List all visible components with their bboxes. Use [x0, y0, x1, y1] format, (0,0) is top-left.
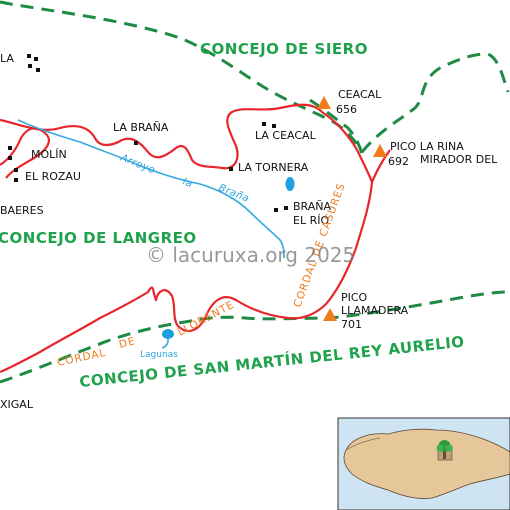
- peak-llamadera-2: LLAMADERA: [341, 304, 409, 317]
- arroyo-label-2: la: [181, 176, 194, 190]
- square-settlement-icon: [8, 156, 12, 160]
- concejo-siero: CONCEJO DE SIERO: [200, 40, 368, 58]
- municipal-borders: [0, 0, 510, 384]
- route-west-spur: [0, 127, 50, 179]
- peak-ceacal-name: CEACAL: [338, 88, 382, 101]
- square-settlement-icon: [27, 54, 31, 58]
- route-east-loop: [370, 149, 391, 183]
- square-settlement-icon: [8, 146, 12, 150]
- la-tornera-pond: [285, 177, 295, 191]
- peak-rina-alt: 692: [388, 155, 409, 168]
- square-settlement-icon: [14, 168, 18, 172]
- place-la-brana: LA BRAÑA: [113, 121, 169, 134]
- peak-rina-name: PICO LA RINA: [390, 140, 464, 153]
- lagunas-label: Lagunas: [140, 350, 178, 360]
- route-north-branch: [0, 103, 374, 183]
- border-east: [360, 52, 510, 153]
- place-la-tornera: LA TORNERA: [238, 161, 309, 174]
- inset-asturias-land: [343, 428, 510, 499]
- square-settlement-icon: [274, 208, 278, 212]
- peak-llamadera-1: PICO: [341, 291, 368, 304]
- place-el-rozau: EL ROZAU: [25, 170, 81, 183]
- peak-llamadera-alt: 701: [341, 318, 362, 331]
- place-la-ceacal: LA CEACAL: [255, 129, 317, 142]
- cordal-llorente-2: DE: [118, 335, 137, 351]
- route-main-south: [0, 181, 374, 374]
- square-settlement-icon: [272, 124, 276, 128]
- triangle-peak-icon: [323, 308, 337, 321]
- place-molin: MOLÍN: [31, 148, 67, 161]
- square-settlement-icon: [28, 64, 32, 68]
- square-settlement-icon: [262, 122, 266, 126]
- peaks: [317, 96, 387, 321]
- triangle-peak-icon: [373, 144, 387, 157]
- square-settlement-icon: [284, 206, 288, 210]
- arroyo-la-brana: [17, 119, 285, 259]
- inset-coast: [345, 437, 381, 451]
- concejo-san-martin: CONCEJO DE SAN MARTÍN DEL REY AURELIO: [78, 332, 465, 391]
- place-la-top: LA: [0, 52, 14, 65]
- place-xigal: XIGAL: [0, 398, 34, 411]
- place-el-rio: EL RÍO: [293, 214, 329, 227]
- square-settlement-icon: [14, 178, 18, 182]
- triangle-peak-icon: [317, 96, 331, 109]
- inset-locator-map: [337, 417, 510, 510]
- place-baeres: BAERES: [0, 204, 44, 217]
- peak-rina-mirador: MIRADOR DEL: [420, 153, 498, 166]
- concejo-langreo: CONCEJO DE LANGREO: [0, 229, 197, 247]
- border-ceacal: [309, 98, 364, 156]
- square-settlement-icon: [134, 141, 138, 145]
- place-brana: BRAÑA: [293, 200, 331, 213]
- square-settlement-icon: [229, 167, 233, 171]
- arroyo-label-3: Braña: [217, 183, 251, 205]
- square-settlement-icon: [34, 57, 38, 61]
- square-settlement-icon: [36, 68, 40, 72]
- border-south: [0, 290, 509, 384]
- tree-locator-icon: [436, 440, 453, 459]
- route-track: [0, 103, 391, 374]
- settlements: [8, 54, 288, 212]
- lagunas-lake: [162, 329, 174, 339]
- watermark: © lacuruxa.org 2025: [146, 243, 355, 267]
- peak-ceacal-alt: 656: [336, 103, 357, 116]
